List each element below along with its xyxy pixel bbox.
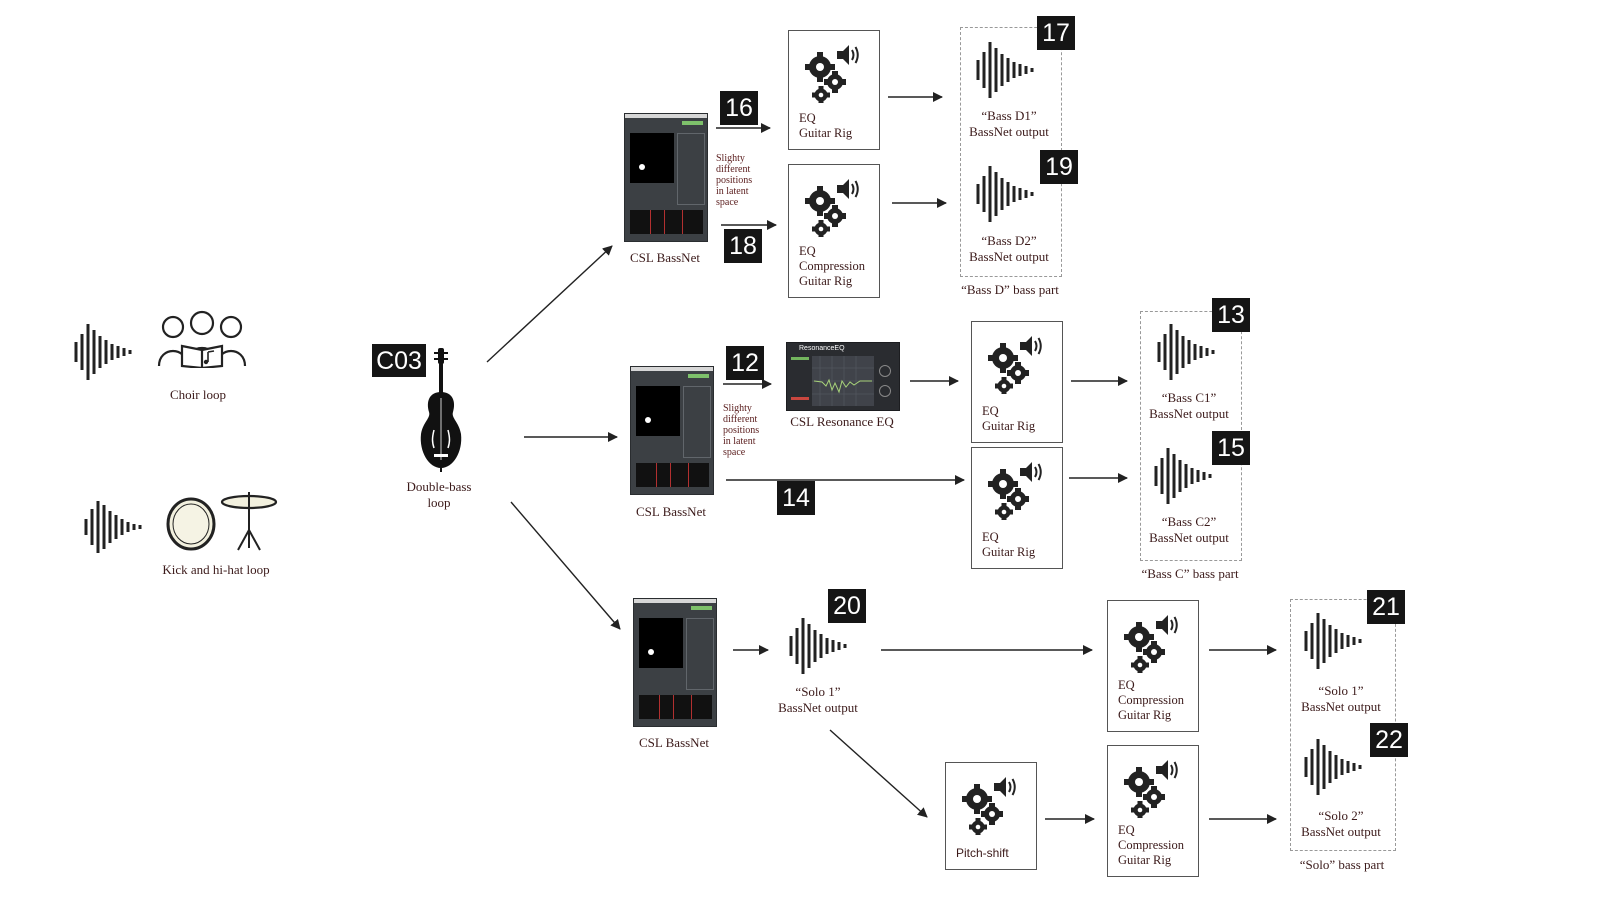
badge-15: 15 (1212, 431, 1250, 465)
waveform-icon (789, 618, 847, 674)
arrow-bass-to-top (486, 245, 613, 363)
gears-speaker-icon (1124, 615, 1178, 673)
badge-12: 12 (726, 346, 764, 380)
output-s1: “Solo 1”BassNet output (1301, 683, 1381, 714)
double-bass-label: Double-bass loop (406, 479, 472, 510)
bassnet-window-middle (630, 366, 714, 495)
gears-speaker-icon (805, 179, 859, 237)
badge-19: 19 (1040, 150, 1078, 184)
badge-17: 17 (1037, 16, 1075, 50)
badge-22: 22 (1370, 723, 1408, 757)
badge-13: 13 (1212, 298, 1250, 332)
resonance-eq-label: CSL Resonance EQ (790, 414, 894, 429)
output-c1: “Bass C1”BassNet output (1149, 390, 1229, 421)
output-d2: “Bass D2”BassNet output (969, 233, 1049, 264)
badge-18: 18 (724, 229, 762, 263)
badge-20: 20 (828, 589, 866, 623)
output-d1: “Bass D1”BassNet output (969, 108, 1049, 139)
waveform-icon (976, 42, 1034, 98)
waveform-icon (1157, 324, 1215, 380)
double-bass-icon (420, 348, 462, 472)
output-c2: “Bass C2”BassNet output (1149, 514, 1229, 545)
processor-pitch: Pitch-shift (945, 762, 1037, 870)
bassnet-label-bottom: CSL BassNet (639, 735, 709, 750)
output-s2: “Solo 2”BassNet output (1301, 808, 1381, 839)
resonance-eq-plot (812, 356, 874, 406)
choir-loop-label: Choir loop (170, 387, 226, 402)
gears-speaker-icon (988, 462, 1042, 520)
output-solo-mid: “Solo 1”BassNet output (778, 684, 858, 715)
waveform-icon (84, 501, 142, 553)
bassnet-label-middle: CSL BassNet (636, 504, 706, 519)
gears-speaker-icon (962, 777, 1016, 835)
kick-loop-label: Kick and hi-hat loop (162, 562, 270, 577)
hi-hat-icon (220, 492, 278, 551)
badge-c03: C03 (372, 344, 426, 377)
arrow-bass-to-bottom (510, 501, 621, 630)
bass-drum-icon (166, 497, 216, 551)
badge-16: 16 (720, 91, 758, 125)
choir-icon (157, 310, 247, 368)
group-solo-label: “Solo” bass part (1299, 857, 1385, 872)
gears-speaker-icon (1124, 760, 1178, 818)
bassnet-window-bottom (633, 598, 717, 727)
arrow-solo-to-pitch (829, 729, 928, 818)
gears-speaker-icon (988, 336, 1042, 394)
bassnet-label-top: CSL BassNet (630, 250, 700, 265)
waveform-icon (1154, 448, 1212, 504)
group-bass-c-label: “Bass C” bass part (1141, 566, 1239, 581)
waveform-icon (74, 324, 132, 380)
waveform-icon (976, 166, 1034, 222)
badge-21: 21 (1367, 590, 1405, 624)
waveform-icon (1304, 613, 1362, 669)
gears-speaker-icon (805, 45, 859, 103)
badge-14: 14 (777, 481, 815, 515)
group-bass-d-label: “Bass D” bass part (961, 282, 1059, 297)
resonance-eq-window: ResonanceEQ (786, 342, 900, 411)
processor-pitch-label: Pitch-shift (956, 846, 1009, 860)
bassnet-window-top (624, 113, 708, 242)
waveform-icon (1304, 739, 1362, 795)
